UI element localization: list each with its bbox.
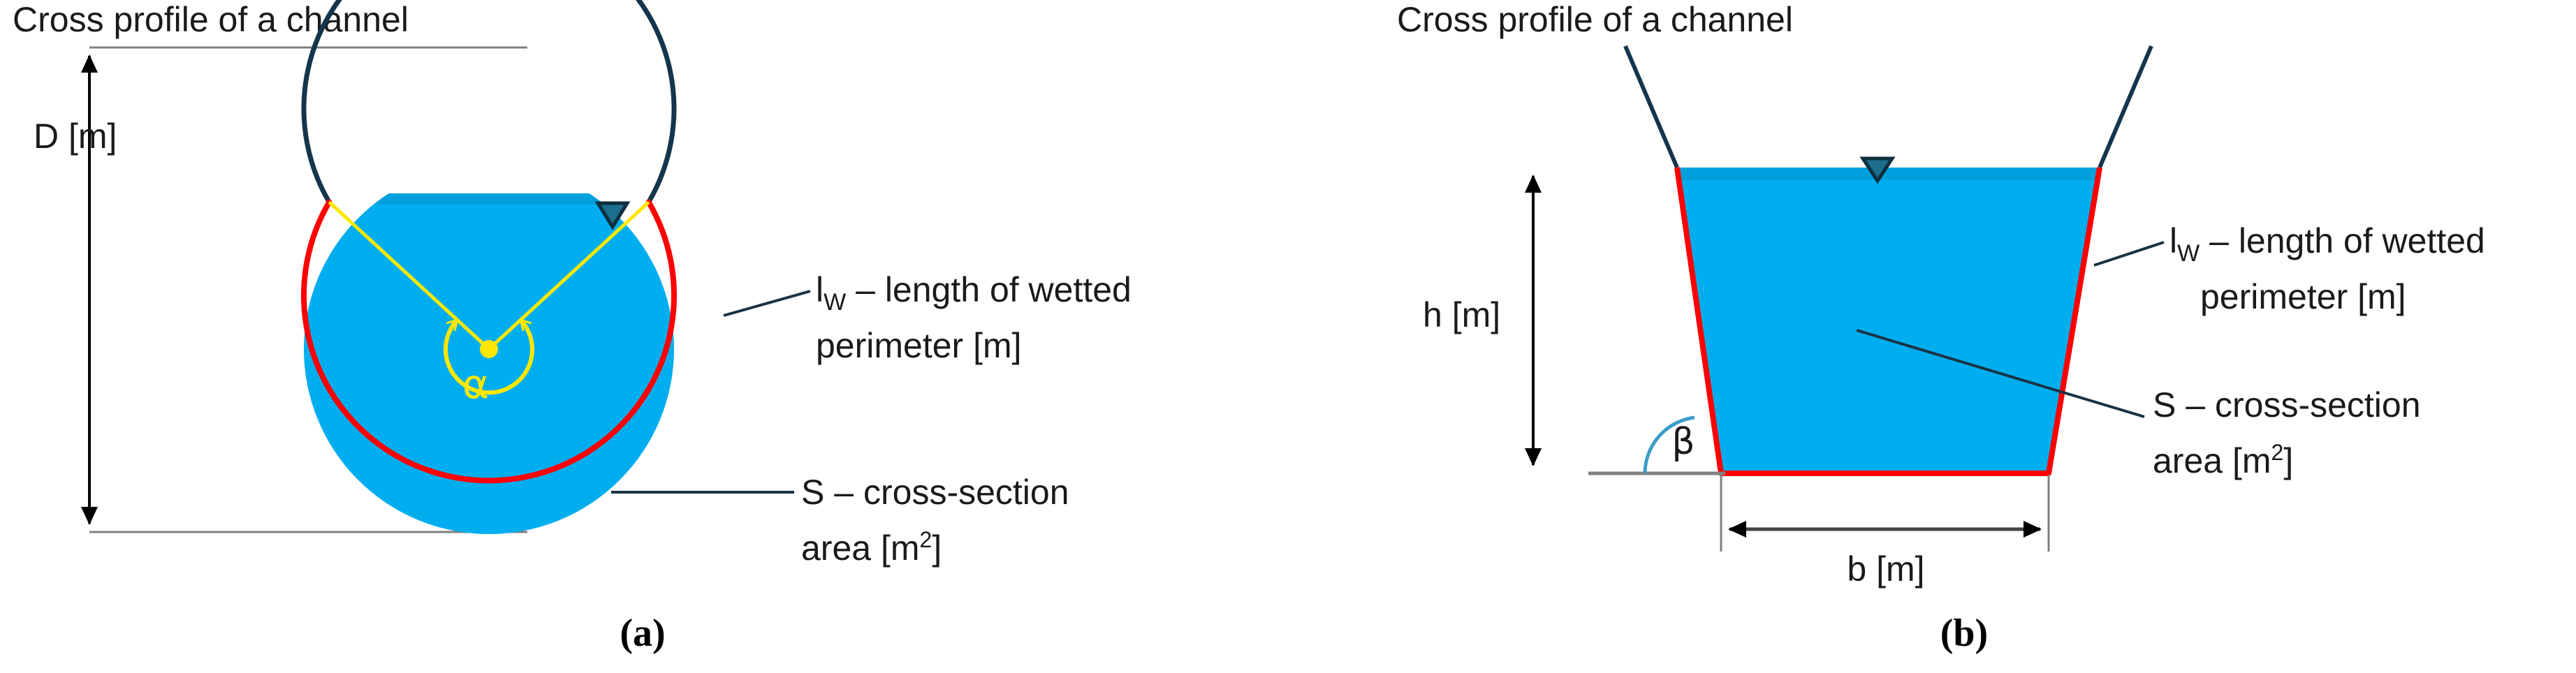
angle-label-alpha: α (462, 360, 489, 408)
panel-a: Cross profile of a channel D [m] α lW – … (13, 0, 1132, 655)
annotation-text-2b: area [m (801, 528, 920, 568)
bank-extension-right (2098, 45, 2153, 169)
symbol-l-b: l (2169, 221, 2177, 260)
symbol-S-b: S (2153, 385, 2176, 424)
pipe-outline-dry-arc (301, 0, 677, 205)
panel-b: Cross profile of a channel β h [m] b [m]… (1397, 0, 2485, 655)
annotation-wetted-perimeter-line2-b: perimeter [m] (2200, 277, 2406, 316)
angle-arc-alpha (444, 320, 534, 395)
annotation-wetted-perimeter-line1-b: lW – length of wetted (2169, 221, 2485, 267)
subscript-w-b: W (2177, 240, 2200, 267)
annotation-cross-section-line1: S – cross-section (801, 473, 1069, 512)
angle-arc-beta (1643, 415, 1695, 474)
symbol-S: S (801, 473, 824, 512)
panel-a-title: Cross profile of a channel (13, 0, 409, 39)
leader-line-wetted-perimeter (723, 290, 811, 317)
water-fill-trapezoid (1677, 168, 2100, 473)
wetted-perimeter-arc (301, 199, 677, 484)
annotation-wetted-perimeter-line1: lW – length of wetted (816, 270, 1132, 316)
annotation-cross-section-line2-b: area [m2] (2153, 440, 2293, 480)
leader-line-wetted-perimeter-b (2093, 241, 2165, 267)
water-surface-band-b (1677, 168, 2100, 180)
leader-line-cross-section-b (1856, 329, 2145, 418)
panel-b-title: Cross profile of a channel (1397, 0, 1793, 39)
water-level-marker-icon-b (1859, 156, 1896, 184)
angle-label-beta: β (1671, 421, 1695, 463)
symbol-l: l (816, 270, 824, 309)
dash-1-b: – (2209, 221, 2229, 260)
annotation-text-2-b: cross-section (2215, 385, 2421, 424)
dimension-label-b: b [m] (1847, 549, 1924, 589)
annotation-text-2b-b: area [m (2153, 441, 2271, 480)
dash-2-b: – (2186, 385, 2205, 424)
panel-a-caption: (a) (620, 612, 665, 655)
water-level-marker-icon (594, 201, 631, 230)
dash-2: – (834, 473, 854, 512)
bank-extension-left (1623, 45, 1679, 169)
annotation-cross-section-line2: area [m2] (801, 527, 942, 568)
annotation-text-1-b: length of wetted (2239, 221, 2485, 260)
annotation-wetted-perimeter-line2: perimeter [m] (816, 326, 1022, 365)
annotation-text-2c-b: ] (2283, 441, 2293, 480)
wetted-perimeter-trapezoid (1674, 167, 2102, 476)
water-fill (304, 193, 674, 534)
annotation-text-1: length of wetted (885, 270, 1132, 309)
superscript-2-b: 2 (2271, 440, 2284, 465)
annotation-text-2: cross-section (863, 473, 1069, 512)
dash-1: – (856, 270, 875, 309)
circle-centre-dot (480, 340, 498, 358)
superscript-2: 2 (920, 527, 932, 552)
dimension-label-D: D [m] (34, 117, 117, 156)
panel-b-caption: (b) (1940, 612, 1988, 655)
subscript-w: W (824, 289, 846, 316)
water-area-circular (304, 193, 674, 534)
annotation-text-2c: ] (932, 528, 942, 568)
water-surface-band (304, 193, 674, 205)
dimension-label-h: h [m] (1423, 295, 1500, 334)
annotation-cross-section-line1-b: S – cross-section (2153, 385, 2421, 424)
